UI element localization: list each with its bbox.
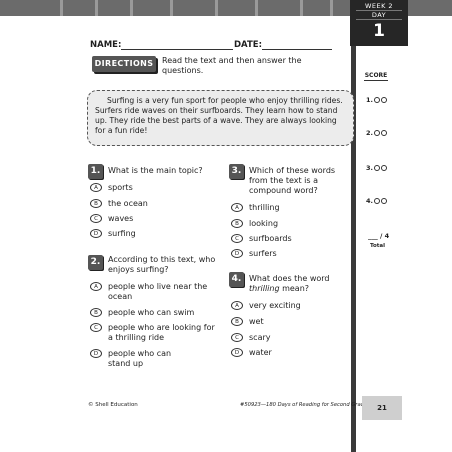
option-bubble[interactable]: D: [90, 229, 102, 238]
option-bubble[interactable]: C: [90, 214, 102, 223]
option-bubble[interactable]: C: [90, 323, 102, 332]
footer-copyright: © Shell Education: [88, 402, 138, 408]
option-bubble[interactable]: A: [231, 203, 243, 212]
option-bubble[interactable]: A: [90, 183, 102, 192]
reading-passage: Surfing is a very fun sport for people w…: [87, 90, 354, 146]
total-label: Total: [370, 243, 386, 249]
score-row[interactable]: 1.: [366, 96, 387, 104]
total-score[interactable]: ___ / 4: [368, 232, 390, 240]
directions-badge: DIRECTIONS: [92, 56, 156, 72]
option-text: looking: [249, 219, 279, 228]
page-number: 21: [362, 396, 402, 420]
smile-icon[interactable]: [374, 130, 380, 136]
date-field[interactable]: DATE:: [234, 40, 332, 50]
option-bubble[interactable]: B: [231, 317, 243, 326]
name-label: NAME:: [90, 40, 122, 50]
option-text: water: [249, 348, 272, 357]
option-bubble[interactable]: A: [90, 282, 102, 291]
score-column-rule: [351, 46, 356, 452]
question-1-text: What is the main topic?: [108, 166, 203, 175]
frown-icon[interactable]: [381, 165, 387, 171]
score-row[interactable]: 2.: [366, 129, 387, 137]
option-text: very exciting: [249, 301, 301, 310]
option-text: the ocean: [108, 199, 148, 208]
option-bubble[interactable]: A: [231, 301, 243, 310]
score-row[interactable]: 4.: [366, 197, 387, 205]
smile-icon[interactable]: [374, 165, 380, 171]
smile-icon[interactable]: [374, 198, 380, 204]
frown-icon[interactable]: [381, 97, 387, 103]
question-3-number: 3.: [229, 164, 244, 179]
question-2-number: 2.: [88, 255, 103, 270]
option-text: people who can stand up: [108, 349, 172, 368]
option-text: surfboards: [249, 234, 292, 243]
smile-icon[interactable]: [374, 97, 380, 103]
name-field[interactable]: NAME:: [90, 40, 234, 50]
frown-icon[interactable]: [381, 130, 387, 136]
option-bubble[interactable]: D: [231, 348, 243, 357]
score-row[interactable]: 3.: [366, 164, 387, 172]
day-number: 1: [373, 21, 385, 41]
top-banner: [0, 0, 452, 16]
week-label: WEEK 2: [364, 2, 394, 10]
option-bubble[interactable]: B: [90, 308, 102, 317]
option-text: people who can swim: [108, 308, 195, 317]
directions-text: Read the text and then answer the questi…: [162, 56, 302, 75]
score-heading: SCORE: [364, 72, 388, 81]
question-4-number: 4.: [229, 272, 244, 287]
option-text: waves: [108, 214, 134, 223]
option-text: wet: [249, 317, 264, 326]
option-bubble[interactable]: D: [231, 249, 243, 258]
option-bubble[interactable]: D: [90, 349, 102, 358]
day-label: DAY: [356, 10, 402, 20]
question-2-text: According to this text, who enjoys surfi…: [108, 255, 216, 274]
footer-book-title: #50923—180 Days of Reading for Second Gr…: [240, 402, 368, 408]
option-bubble[interactable]: C: [231, 333, 243, 342]
question-3-text: Which of these words from the text is a …: [249, 166, 336, 195]
question-4-text: What does the word thrilling mean?: [249, 274, 330, 293]
frown-icon[interactable]: [381, 198, 387, 204]
option-text: thrilling: [249, 203, 280, 212]
question-1-number: 1.: [88, 164, 103, 179]
option-text: people who are looking for a thrilling r…: [108, 323, 215, 342]
option-text: people who live near the ocean: [108, 282, 208, 301]
option-bubble[interactable]: C: [231, 234, 243, 243]
option-bubble[interactable]: B: [231, 219, 243, 228]
week-day-tab: WEEK 2 DAY 1: [350, 0, 408, 46]
option-text: scary: [249, 333, 271, 342]
option-bubble[interactable]: B: [90, 199, 102, 208]
option-text: sports: [108, 183, 133, 192]
date-label: DATE:: [234, 40, 262, 50]
option-text: surfing: [108, 229, 136, 238]
option-text: surfers: [249, 249, 277, 258]
